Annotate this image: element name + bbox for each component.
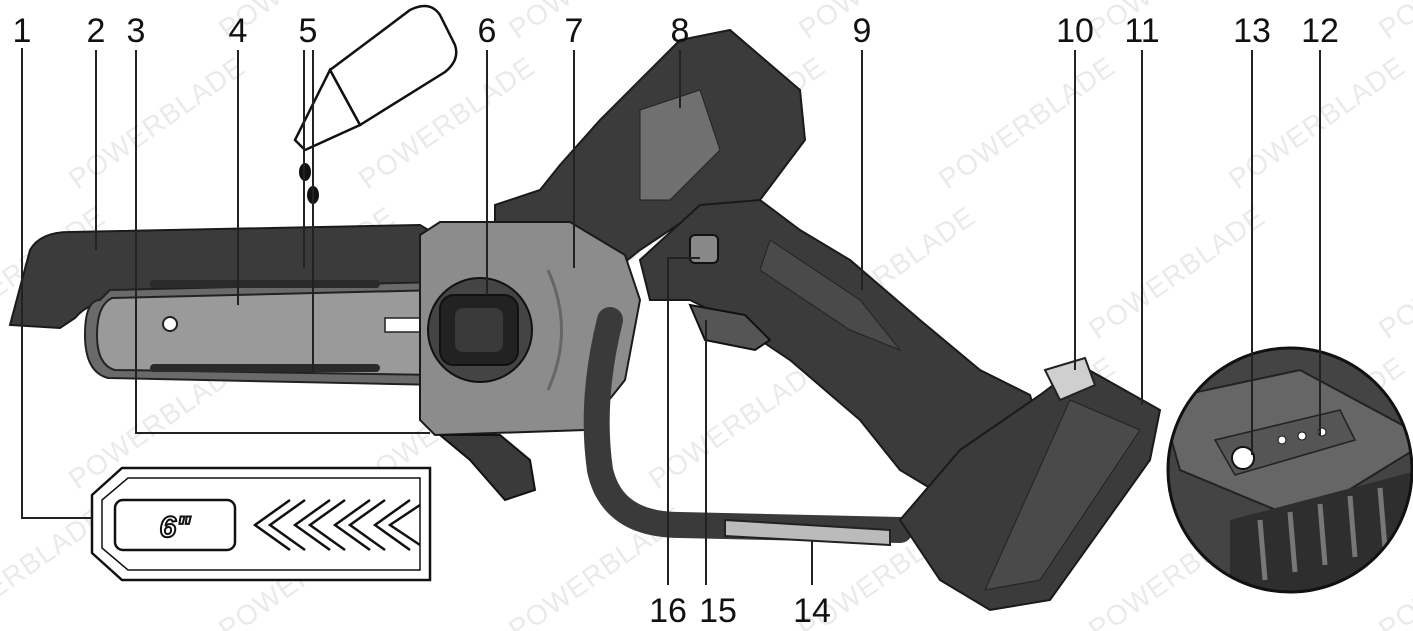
hand-guard [437, 434, 537, 502]
handle-top-window [639, 89, 721, 201]
scabbard [90, 466, 432, 582]
led-2 [1297, 431, 1307, 441]
battery-group [898, 356, 1162, 612]
bar-slot-bottom [150, 364, 380, 372]
tool-holder [724, 518, 891, 547]
oil-bottle [328, 4, 458, 127]
battery-face [984, 399, 1141, 591]
callout-11: 11 [1124, 12, 1159, 50]
watermark-text: POWERBLADE [1083, 200, 1271, 344]
scabbard-size-badge [113, 498, 237, 552]
watermark-text: POWERBLADE [63, 50, 251, 194]
led-1 [1277, 435, 1287, 445]
callout-7: 7 [565, 12, 584, 50]
trigger [688, 303, 772, 352]
scabbard-group: 6" [90, 466, 432, 582]
guide-bar [95, 288, 441, 377]
callout-5: 5 [299, 12, 318, 50]
callout-8: 8 [671, 12, 690, 50]
detail-circle-border [1166, 346, 1413, 594]
callout-1: 1 [13, 12, 32, 50]
bar-rivet [162, 316, 178, 332]
callout-10: 10 [1056, 12, 1094, 50]
bar-slot-top [150, 280, 380, 288]
callout-14: 14 [793, 592, 831, 630]
callout-9: 9 [853, 12, 872, 50]
motor-housing-group [419, 28, 807, 442]
callout-3: 3 [127, 12, 146, 50]
callout-numbers: 1 2 3 4 5 6 7 8 9 10 11 13 12 16 15 14 [13, 12, 1339, 630]
handle-group [437, 89, 1042, 547]
guide-bar-group [8, 223, 447, 387]
scabbard-chevrons [252, 498, 421, 552]
cover-knob-center [455, 308, 503, 352]
trigger-guard [583, 307, 913, 543]
watermark-text: POWERBLADE [503, 0, 691, 45]
detail-indicator-button [1231, 446, 1255, 470]
callout-13: 13 [1233, 12, 1271, 50]
callout-15: 15 [699, 592, 737, 630]
callout-16: 16 [649, 592, 687, 630]
leader-lines [21, 48, 1321, 585]
watermark-text: POWERBLADE [1373, 0, 1413, 45]
scabbard-inner [101, 477, 421, 571]
callout-12: 12 [1301, 12, 1339, 50]
watermark-text: POWERBLADE [1373, 200, 1413, 344]
callout-6: 6 [478, 12, 497, 50]
detail-rib-lines [1257, 487, 1388, 581]
watermark-text: POWERBLADE [793, 0, 981, 45]
callout-2: 2 [87, 12, 106, 50]
grip-texture [759, 239, 902, 352]
watermark-text: POWERBLADE [933, 50, 1121, 194]
callout-4: 4 [229, 12, 248, 50]
lock-off-button [689, 234, 719, 264]
scabbard-size-label: 6" [160, 511, 192, 544]
battery-release [1043, 356, 1097, 402]
tension-arc [546, 269, 563, 391]
